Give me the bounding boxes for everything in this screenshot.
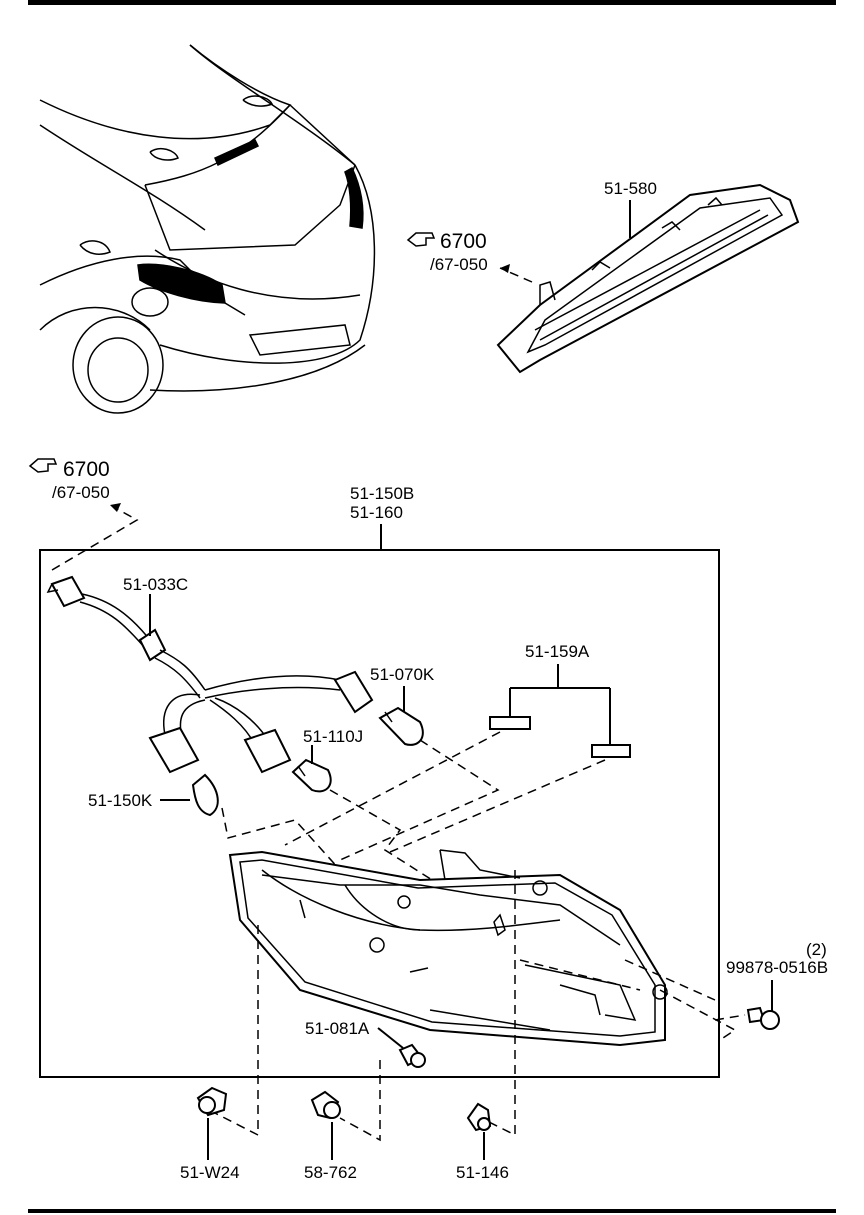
leader-ref-bottom [51, 505, 139, 571]
label-lamp-assy-2: 51-160 [350, 503, 403, 522]
dash-bolt-3 [624, 959, 716, 1001]
leader-nut [377, 1027, 404, 1049]
label-nut: 51-081A [305, 1019, 370, 1038]
arrow-ref-bottom [110, 503, 121, 512]
label-bulb-stop: 51-070K [370, 665, 435, 684]
dash-grommet [484, 870, 516, 1137]
leader-reflector-pads [509, 664, 611, 745]
nut [398, 1043, 426, 1068]
bulb-position [191, 773, 219, 817]
label-bulb-pos: 51-150K [88, 791, 153, 810]
label-bolt: 99878-0516B [726, 958, 828, 977]
reference-callout-bottom: 6700 /67-050 [28, 458, 110, 502]
leader-ref-top [499, 267, 533, 283]
reference-number: 6700 [440, 230, 487, 253]
dash-bulb-pos [221, 807, 341, 871]
dash-bolt-inner [519, 959, 641, 991]
vehicle-rear-illustration [39, 44, 376, 414]
label-reflector-pads: 51-159A [525, 642, 590, 661]
reference-sub: /67-050 [430, 255, 488, 274]
dash-pad-1 [284, 731, 501, 846]
label-bolt-qty: (2) [806, 940, 827, 959]
dash-bulb-stop [339, 739, 500, 861]
label-lamp-assy-1: 51-150B [350, 484, 414, 503]
clip [196, 1086, 228, 1117]
label-bulb-turn: 51-110J [303, 727, 363, 746]
dash-bolt [659, 989, 737, 1041]
label-fastener: 58-762 [304, 1163, 357, 1182]
arrow-ref-top [500, 264, 510, 273]
bolt [746, 1006, 780, 1030]
reflector-pad-1 [489, 716, 531, 730]
reference-number: 6700 [63, 458, 110, 481]
label-high-mount-lamp: 51-580 [604, 179, 657, 198]
hand-pointer-icon [28, 458, 58, 473]
label-harness: 51-033C [123, 575, 188, 594]
grommet [466, 1102, 492, 1132]
bottom-rule [28, 1209, 836, 1213]
hand-pointer-icon [406, 232, 436, 247]
dash-bulb-turn [329, 789, 441, 886]
dash-pad-2 [389, 759, 606, 853]
dash-bolt-2 [714, 1014, 746, 1021]
dash-fastener [339, 1060, 381, 1142]
fastener [310, 1090, 341, 1120]
bulb-turn [291, 758, 332, 793]
label-grommet: 51-146 [456, 1163, 509, 1182]
rear-combination-lamp [228, 849, 668, 1047]
high-mount-stop-lamp [496, 183, 800, 374]
reflector-pad-2 [591, 744, 631, 758]
dash-clip [212, 925, 259, 1137]
label-clip: 51-W24 [180, 1163, 240, 1182]
top-rule [28, 0, 836, 5]
reference-callout-top: 6700 /67-050 [406, 230, 488, 274]
reference-sub: /67-050 [52, 483, 110, 502]
bulb-stop [378, 706, 424, 746]
